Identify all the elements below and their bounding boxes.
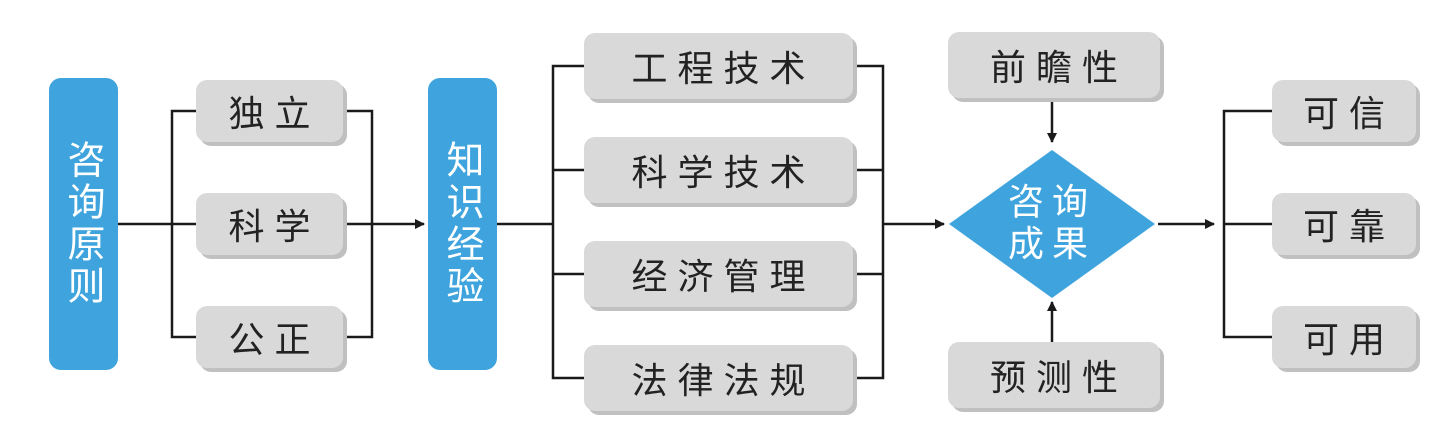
principle-impartial-label: 公正 (228, 320, 321, 361)
bracket-knowledge-right (853, 64, 885, 380)
quality-credible-box: 可信 (1272, 80, 1416, 142)
knowledge-experience-label: 知识经验 (440, 140, 484, 308)
foresight-label: 前瞻性 (989, 48, 1128, 89)
knowledge-engineering-box: 工程技术 (584, 33, 853, 99)
predictive-label: 预测性 (989, 358, 1128, 399)
knowledge-experience-box: 知识经验 (428, 78, 497, 370)
predictive-box: 预测性 (948, 342, 1160, 408)
quality-reliable-box: 可靠 (1272, 193, 1416, 255)
knowledge-economic-mgmt-box: 经济管理 (584, 241, 853, 307)
result-line1: 咨询 (1007, 182, 1096, 223)
consulting-principles-box: 咨询原则 (49, 78, 118, 370)
principle-impartial-box: 公正 (196, 306, 343, 368)
result-diamond (949, 150, 1155, 298)
knowledge-engineering-label: 工程技术 (631, 49, 816, 90)
knowledge-law-label: 法律法规 (631, 361, 816, 402)
consulting-principles-label: 咨询原则 (61, 140, 105, 308)
principle-independent-label: 独立 (228, 94, 321, 135)
foresight-box: 前瞻性 (948, 32, 1160, 98)
quality-credible-label: 可信 (1302, 94, 1395, 135)
principle-scientific-box: 科学 (196, 193, 343, 255)
knowledge-law-box: 法律法规 (584, 345, 853, 411)
bracket-knowledge-left (551, 64, 584, 380)
result-line2: 成果 (1007, 224, 1096, 265)
knowledge-science-tech-box: 科学技术 (584, 137, 853, 203)
principle-independent-box: 独立 (196, 80, 343, 142)
knowledge-science-tech-label: 科学技术 (631, 153, 816, 194)
quality-reliable-label: 可靠 (1302, 207, 1395, 248)
quality-usable-box: 可用 (1272, 306, 1416, 368)
knowledge-economic-mgmt-label: 经济管理 (631, 257, 816, 298)
result-diamond-label: 咨询 成果 (982, 182, 1122, 266)
principle-scientific-label: 科学 (228, 207, 321, 248)
quality-usable-label: 可用 (1302, 320, 1395, 361)
